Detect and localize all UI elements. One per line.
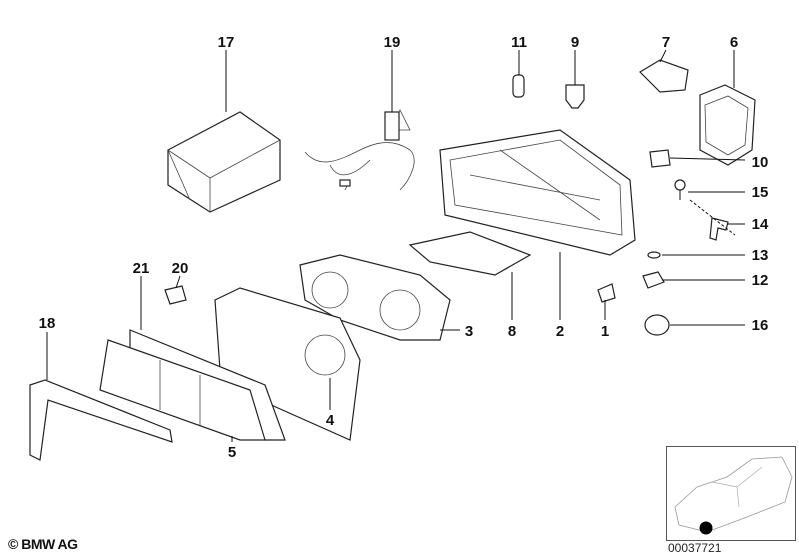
part-label-6: 6 <box>730 34 738 51</box>
part-11-bulb <box>512 74 525 98</box>
part-label-11: 11 <box>511 34 527 51</box>
part-1-actuator <box>597 283 616 303</box>
part-label-20: 20 <box>172 260 189 277</box>
part-3-reflector <box>299 254 451 341</box>
part-label-3: 3 <box>465 323 473 340</box>
part-label-19: 19 <box>384 34 401 51</box>
part-label-12: 12 <box>752 272 769 289</box>
part-13-washer <box>647 251 661 259</box>
part-label-10: 10 <box>752 154 769 171</box>
part-label-15: 15 <box>752 184 769 201</box>
part-label-9: 9 <box>571 34 579 51</box>
part-label-17: 17 <box>218 34 235 51</box>
part-label-4: 4 <box>326 412 335 429</box>
part-5-lens <box>99 339 266 441</box>
part-label-8: 8 <box>508 323 516 340</box>
car-outline-icon <box>674 456 793 535</box>
part-8-plate <box>408 231 532 276</box>
part-7-cap <box>639 59 689 93</box>
part-label-13: 13 <box>752 247 769 264</box>
leader-lines <box>46 49 746 442</box>
part-label-21: 21 <box>133 260 150 277</box>
part-label-2: 2 <box>556 323 564 340</box>
part-label-7: 7 <box>662 34 670 51</box>
part-12-bracket <box>642 271 665 289</box>
part-label-16: 16 <box>752 317 769 334</box>
part-label-5: 5 <box>228 444 236 461</box>
part-20-clip <box>164 285 187 305</box>
image-code: 00037721 <box>668 541 722 555</box>
vehicle-location-thumbnail <box>666 446 796 541</box>
part-18-trim <box>29 379 173 461</box>
part-15-screw <box>674 179 686 200</box>
part-label-1: 1 <box>601 323 609 340</box>
headlight-housing <box>439 129 636 256</box>
part-label-14: 14 <box>752 216 769 233</box>
part-6-cover <box>699 84 756 166</box>
part-14-clip <box>709 217 729 241</box>
part-19-wiring-harness <box>304 109 415 191</box>
part-9-bulb <box>565 84 585 109</box>
copyright-text: © BMW AG <box>8 536 78 552</box>
part-17-box <box>167 111 281 213</box>
part-16-grommet <box>644 314 670 336</box>
part-10-bulb <box>649 149 671 168</box>
part-label-18: 18 <box>39 315 56 332</box>
